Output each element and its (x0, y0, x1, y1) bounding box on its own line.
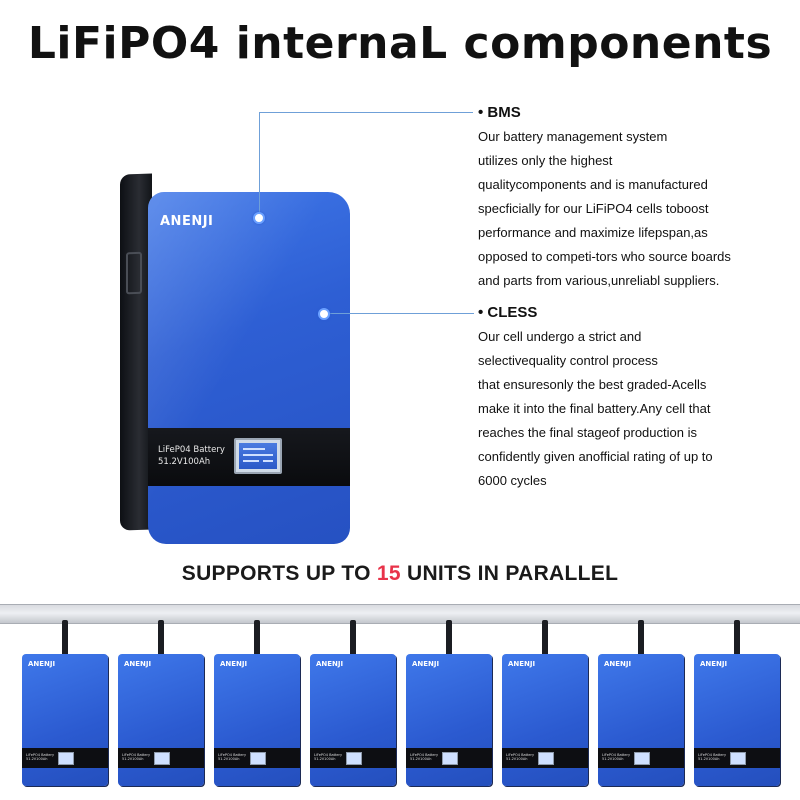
battery-unit-brand: ANENJI (124, 660, 152, 668)
battery-label-spec: 51.2V100Ah (158, 457, 211, 467)
battery-label-band: LiFeP04 Battery 51.2V100Ah (148, 428, 350, 486)
callout-cless: • CLESS Our cell undergo a strict and se… (478, 304, 778, 493)
battery-unit-lcd (154, 752, 170, 765)
battery-illustration: ANENJI LiFeP04 Battery 51.2V100Ah (120, 162, 350, 544)
battery-unit-lcd (346, 752, 362, 765)
bms-connector-horizontal (259, 112, 473, 113)
battery-unit-lcd (730, 752, 746, 765)
battery-unit-cable (350, 620, 356, 656)
battery-unit-brand: ANENJI (604, 660, 632, 668)
battery-front-panel: ANENJI LiFeP04 Battery 51.2V100Ah (148, 192, 350, 544)
parallel-count: 15 (376, 562, 401, 585)
battery-unit-cable (638, 620, 644, 656)
callout-cless-body: Our cell undergo a strict and selectiveq… (478, 329, 713, 488)
battery-lcd-display (234, 438, 282, 474)
page-title: LiFiPO4 internaL components (27, 18, 773, 69)
battery-handle (126, 251, 142, 295)
battery-unit-brand: ANENJI (28, 660, 56, 668)
battery-brand-logo: ANENJI (160, 214, 214, 229)
cless-marker (318, 308, 330, 320)
battery-unit-brand: ANENJI (316, 660, 344, 668)
battery-unit-brand: ANENJI (412, 660, 440, 668)
callout-bms-heading: BMS (487, 104, 521, 121)
battery-unit-cable (734, 620, 740, 656)
battery-unit-brand: ANENJI (220, 660, 248, 668)
battery-unit-lcd (442, 752, 458, 765)
callout-bms: • BMS Our battery management system util… (478, 104, 778, 293)
battery-unit-lcd (250, 752, 266, 765)
parallel-heading: SUPPORTS UP TO 15 UNITS IN PARALLEL (181, 562, 619, 585)
battery-unit-lcd (538, 752, 554, 765)
battery-unit-lcd (634, 752, 650, 765)
battery-label-name: LiFeP04 Battery (158, 445, 225, 455)
mounting-rail (0, 604, 800, 624)
cless-connector-horizontal (326, 313, 474, 314)
callout-cless-heading: CLESS (487, 304, 538, 321)
callout-bms-body: Our battery management system utilizes o… (478, 129, 731, 288)
battery-unit-lcd (58, 752, 74, 765)
battery-unit-cable (158, 620, 164, 656)
battery-unit-cable (446, 620, 452, 656)
battery-unit-brand: ANENJI (700, 660, 728, 668)
battery-unit-brand: ANENJI (508, 660, 536, 668)
battery-unit-cable (254, 620, 260, 656)
battery-unit-cable (62, 620, 68, 656)
bms-marker (253, 212, 265, 224)
battery-unit-cable (542, 620, 548, 656)
bms-connector-vertical (259, 112, 260, 216)
